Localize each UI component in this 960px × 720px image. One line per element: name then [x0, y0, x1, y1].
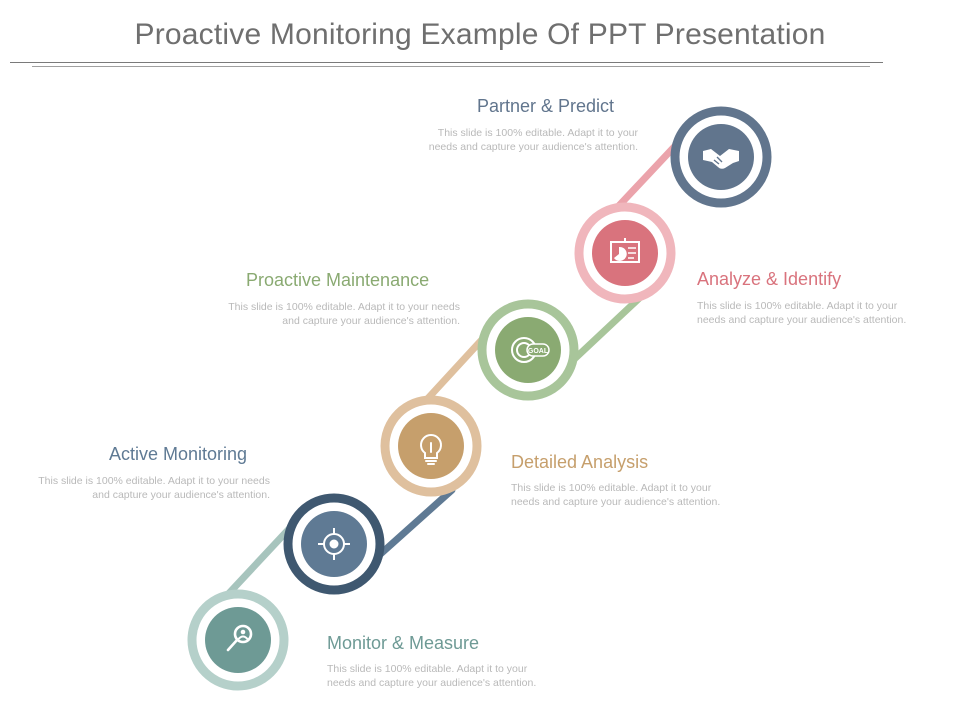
step-desc-proactive-maintenance: This slide is 100% editable. Adapt it to…: [228, 301, 460, 327]
step-circle-active-monitoring: [283, 493, 385, 595]
step-title-active-monitoring: Active Monitoring: [109, 444, 248, 464]
target-icon: [318, 528, 350, 560]
lightbulb-icon: [420, 434, 442, 465]
slide-title: Proactive Monitoring Example Of PPT Pres…: [134, 18, 826, 51]
step-title-analyze-identify: Analyze & Identify: [697, 269, 842, 289]
step-title-detailed-analysis: Detailed Analysis: [511, 452, 649, 472]
handshake-icon: [703, 149, 739, 169]
step-title-monitor-measure: Monitor & Measure: [327, 633, 480, 653]
step-desc-partner-predict: This slide is 100% editable. Adapt it to…: [428, 127, 638, 153]
step-circle-detailed-analysis: [380, 395, 482, 497]
step-desc-analyze-identify: This slide is 100% editable. Adapt it to…: [697, 300, 907, 326]
step-title-partner-predict: Partner & Predict: [477, 96, 615, 116]
title-underline: [10, 62, 883, 63]
step-desc-active-monitoring: This slide is 100% editable. Adapt it to…: [38, 475, 270, 501]
step-title-proactive-maintenance: Proactive Maintenance: [246, 270, 430, 290]
presentation-chart-icon: [610, 238, 640, 263]
goal-icon-text: GOAL: [528, 348, 549, 355]
goal-icon: GOAL: [511, 337, 550, 363]
title-underline-secondary: [32, 66, 870, 67]
step-circle-analyze-identify: [574, 202, 676, 304]
user-search-icon: [226, 624, 253, 652]
step-circle-monitor-measure: [187, 589, 289, 691]
step-desc-detailed-analysis: This slide is 100% editable. Adapt it to…: [511, 482, 721, 508]
step-desc-monitor-measure: This slide is 100% editable. Adapt it to…: [327, 663, 537, 689]
step-circle-proactive-maintenance: GOAL: [477, 299, 579, 401]
step-circle-partner-predict: [670, 106, 772, 208]
